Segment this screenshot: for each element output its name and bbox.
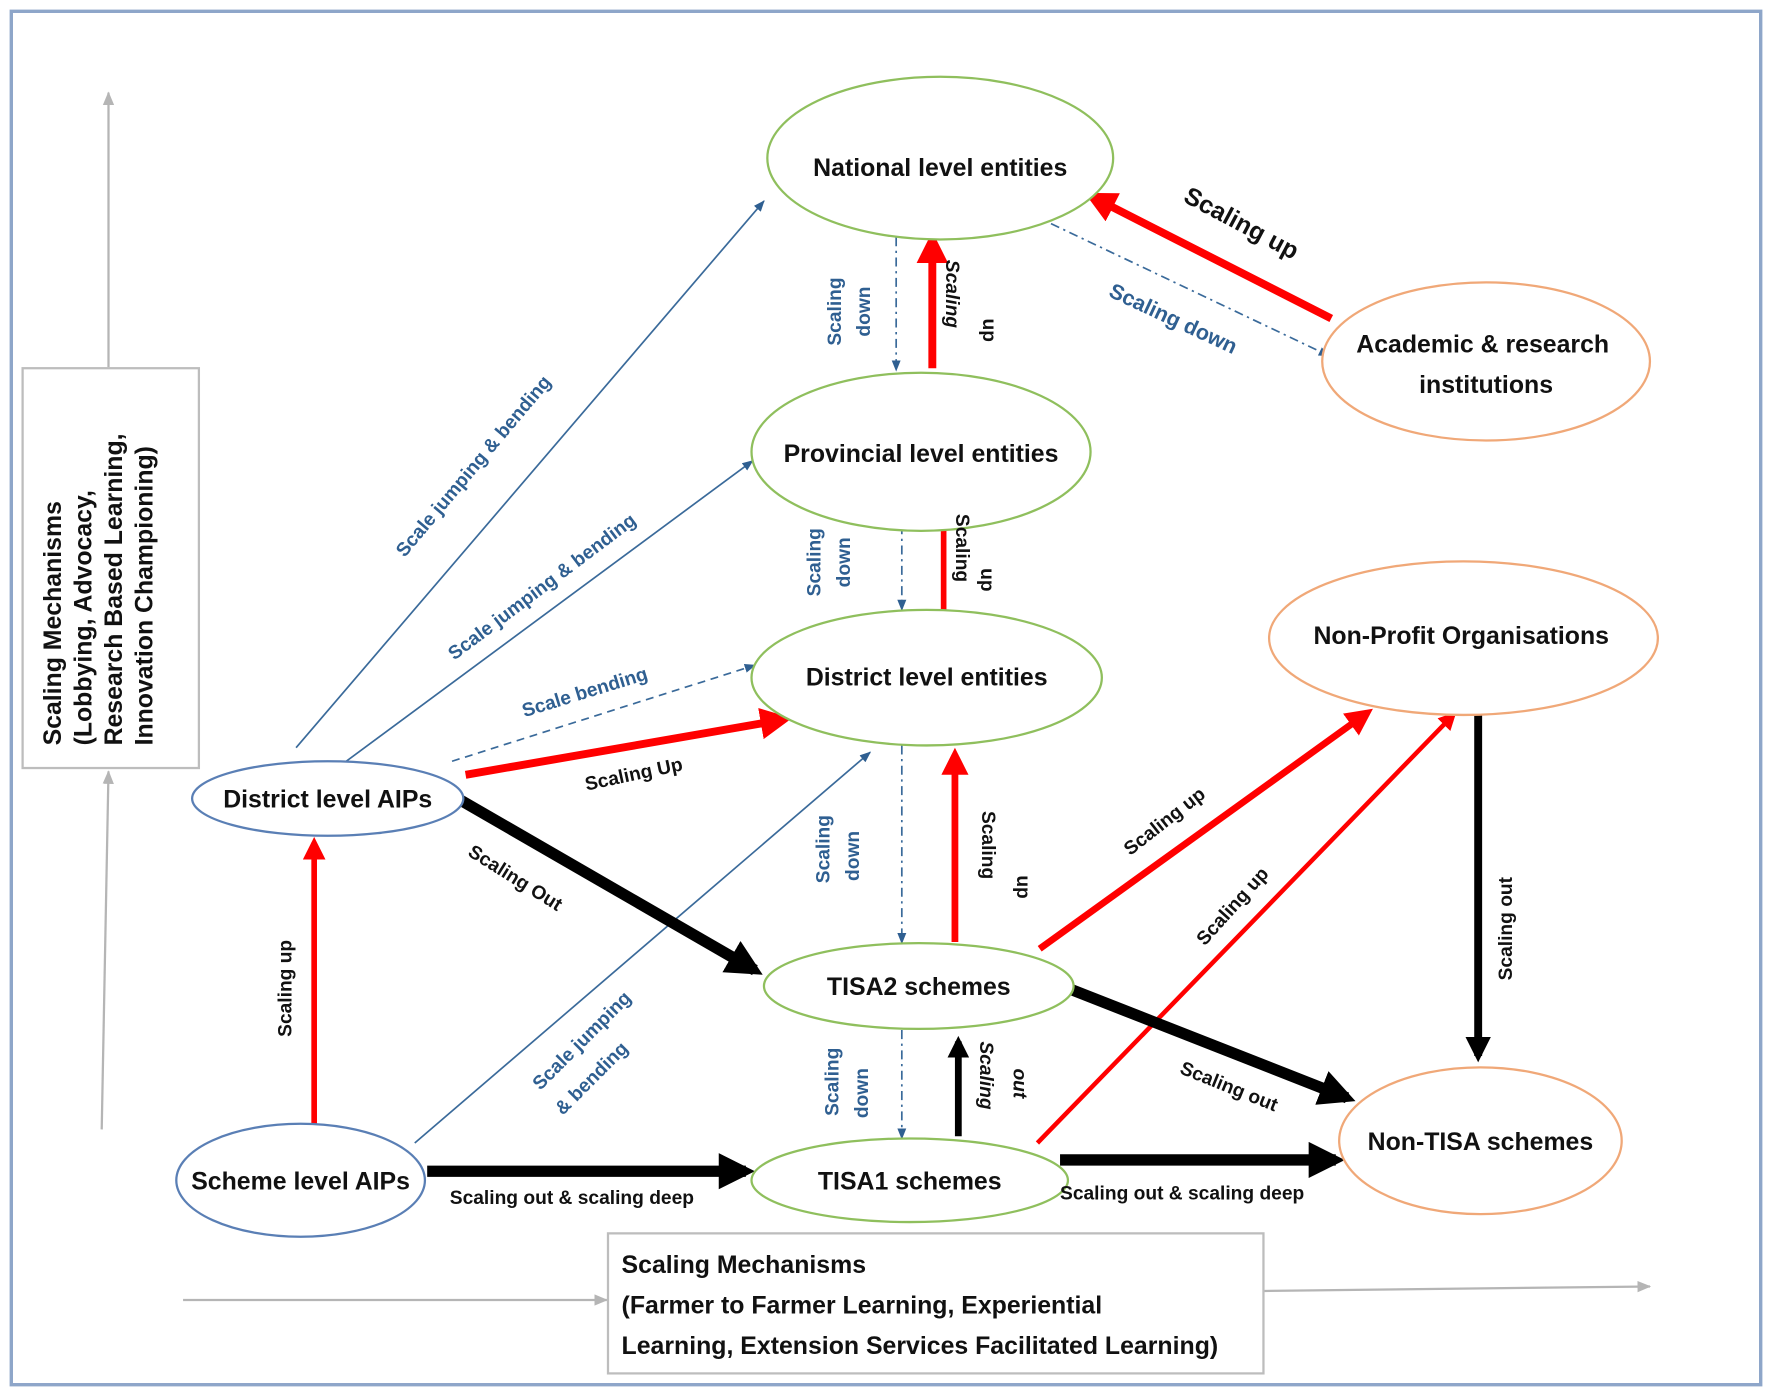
- label-national-provincial-up-1: Scaling: [941, 260, 962, 329]
- label-district-tisa2-up-2: up: [1012, 875, 1033, 898]
- node-scheme-aips[interactable]: Scheme level AIPs: [175, 1122, 427, 1238]
- label-national-provincial-up-2: up: [978, 319, 999, 342]
- node-tisa2[interactable]: TISA2 schemes: [762, 941, 1075, 1031]
- label-tisa2-tisa1-down-1: Scaling: [823, 1048, 844, 1116]
- vertical-mechanisms-line4: Innovation Championing): [132, 446, 159, 745]
- node-district-aips[interactable]: District level AIPs: [190, 760, 465, 837]
- label-aips-provincial: Scale jumping & bending: [445, 510, 641, 665]
- label-aips-national: Scale jumping & bending: [392, 372, 555, 561]
- figure-frame: [9, 9, 1763, 1387]
- label-tisa1-nontisa: Scaling out & scaling deep: [1060, 1183, 1304, 1204]
- node-scheme-aips-label: Scheme level AIPs: [191, 1168, 410, 1195]
- label-aips-district-bending: Scale bending: [520, 664, 651, 722]
- node-provincial[interactable]: Provincial level entities: [750, 371, 1092, 532]
- node-academic-label-line2: institutions: [1419, 372, 1553, 399]
- edge-aips-to-district-up: [464, 707, 793, 779]
- vertical-mechanisms-line1: Scaling Mechanisms: [40, 501, 67, 745]
- edge-aips-to-district-bending: [451, 664, 756, 763]
- vertical-mechanism-axis-bottom: [100, 770, 114, 1130]
- label-nonprofit-nontisa: Scaling out: [1496, 876, 1517, 980]
- edge-academic-to-national-up: [1084, 192, 1334, 323]
- node-non-tisa-label: Non-TISA schemes: [1368, 1129, 1594, 1156]
- vertical-mechanisms-line3: Research Based Learning,: [101, 433, 128, 745]
- edge-aips-to-national: [295, 200, 765, 749]
- label-district-tisa2-up-1: Scaling: [977, 811, 998, 879]
- horizontal-mechanisms-box: [606, 1232, 1265, 1375]
- horizontal-mechanisms-line3: Learning, Extension Services Facilitated…: [622, 1333, 1219, 1360]
- edge-scheme-to-district-entities: [414, 751, 872, 1144]
- node-district-entities[interactable]: District level entities: [750, 608, 1103, 747]
- label-national-academic-down: Scaling down: [1105, 279, 1240, 359]
- node-provincial-label: Provincial level entities: [784, 441, 1059, 468]
- label-provincial-district-down-2: down: [834, 537, 855, 587]
- vertical-mechanisms-line2: (Lobbying, Advocacy,: [71, 490, 98, 745]
- edge-aips-to-tisa2-out: [454, 793, 763, 976]
- label-district-tisa2-down-2: down: [843, 831, 864, 881]
- label-scheme-tisa1: Scaling out & scaling deep: [450, 1188, 694, 1209]
- node-tisa2-label: TISA2 schemes: [827, 974, 1011, 1001]
- edge-tisa2-to-nonprofit-up: [1037, 708, 1373, 952]
- horizontal-mechanisms-line1: Scaling Mechanisms: [622, 1252, 866, 1279]
- edge-tisa2-to-nontisa-out: [1065, 983, 1356, 1105]
- node-non-profit[interactable]: Non-Profit Organisations: [1267, 560, 1659, 717]
- label-district-tisa2-down-1: Scaling: [813, 815, 834, 883]
- label-aips-district-up: Scaling Up: [583, 754, 684, 795]
- node-non-tisa[interactable]: Non-TISA schemes: [1338, 1066, 1623, 1216]
- node-national-label: National level entities: [813, 155, 1067, 182]
- label-national-provincial-down-1: Scaling: [825, 277, 846, 345]
- node-tisa1[interactable]: TISA1 schemes: [750, 1137, 1070, 1224]
- node-district-entities-label: District level entities: [806, 665, 1048, 692]
- edge-aips-to-provincial: [344, 460, 754, 764]
- node-academic[interactable]: Academic & research institutions: [1321, 281, 1652, 442]
- label-tisa1-tisa2-out-1: Scaling: [975, 1041, 996, 1110]
- node-academic-label-line1: Academic & research: [1356, 331, 1609, 358]
- vertical-mechanisms-box: [21, 367, 201, 770]
- node-tisa1-label: TISA1 schemes: [818, 1168, 1002, 1195]
- label-provincial-district-up-1: Scaling: [951, 514, 972, 582]
- edge-tisa1-to-nonprofit-up: [1035, 711, 1457, 1145]
- label-tisa1-nonprofit: Scaling up: [1193, 864, 1274, 950]
- label-scheme-aips-up: Scaling up: [276, 940, 297, 1037]
- node-national[interactable]: National level entities: [766, 75, 1115, 241]
- label-provincial-district-up-2: up: [976, 568, 997, 591]
- horizontal-mechanism-axis-right: [1263, 1280, 1652, 1293]
- node-non-profit-label: Non-Profit Organisations: [1313, 623, 1608, 650]
- label-tisa1-tisa2-out-2: out: [1009, 1068, 1030, 1099]
- label-tisa2-tisa1-down-2: down: [852, 1068, 873, 1118]
- horizontal-mechanisms-line2: (Farmer to Farmer Learning, Experiential: [622, 1293, 1103, 1320]
- node-district-aips-label: District level AIPs: [223, 787, 432, 814]
- label-provincial-district-down-1: Scaling: [804, 528, 825, 596]
- label-national-provincial-down-2: down: [854, 286, 875, 336]
- label-tisa2-nonprofit: Scaling up: [1120, 784, 1209, 860]
